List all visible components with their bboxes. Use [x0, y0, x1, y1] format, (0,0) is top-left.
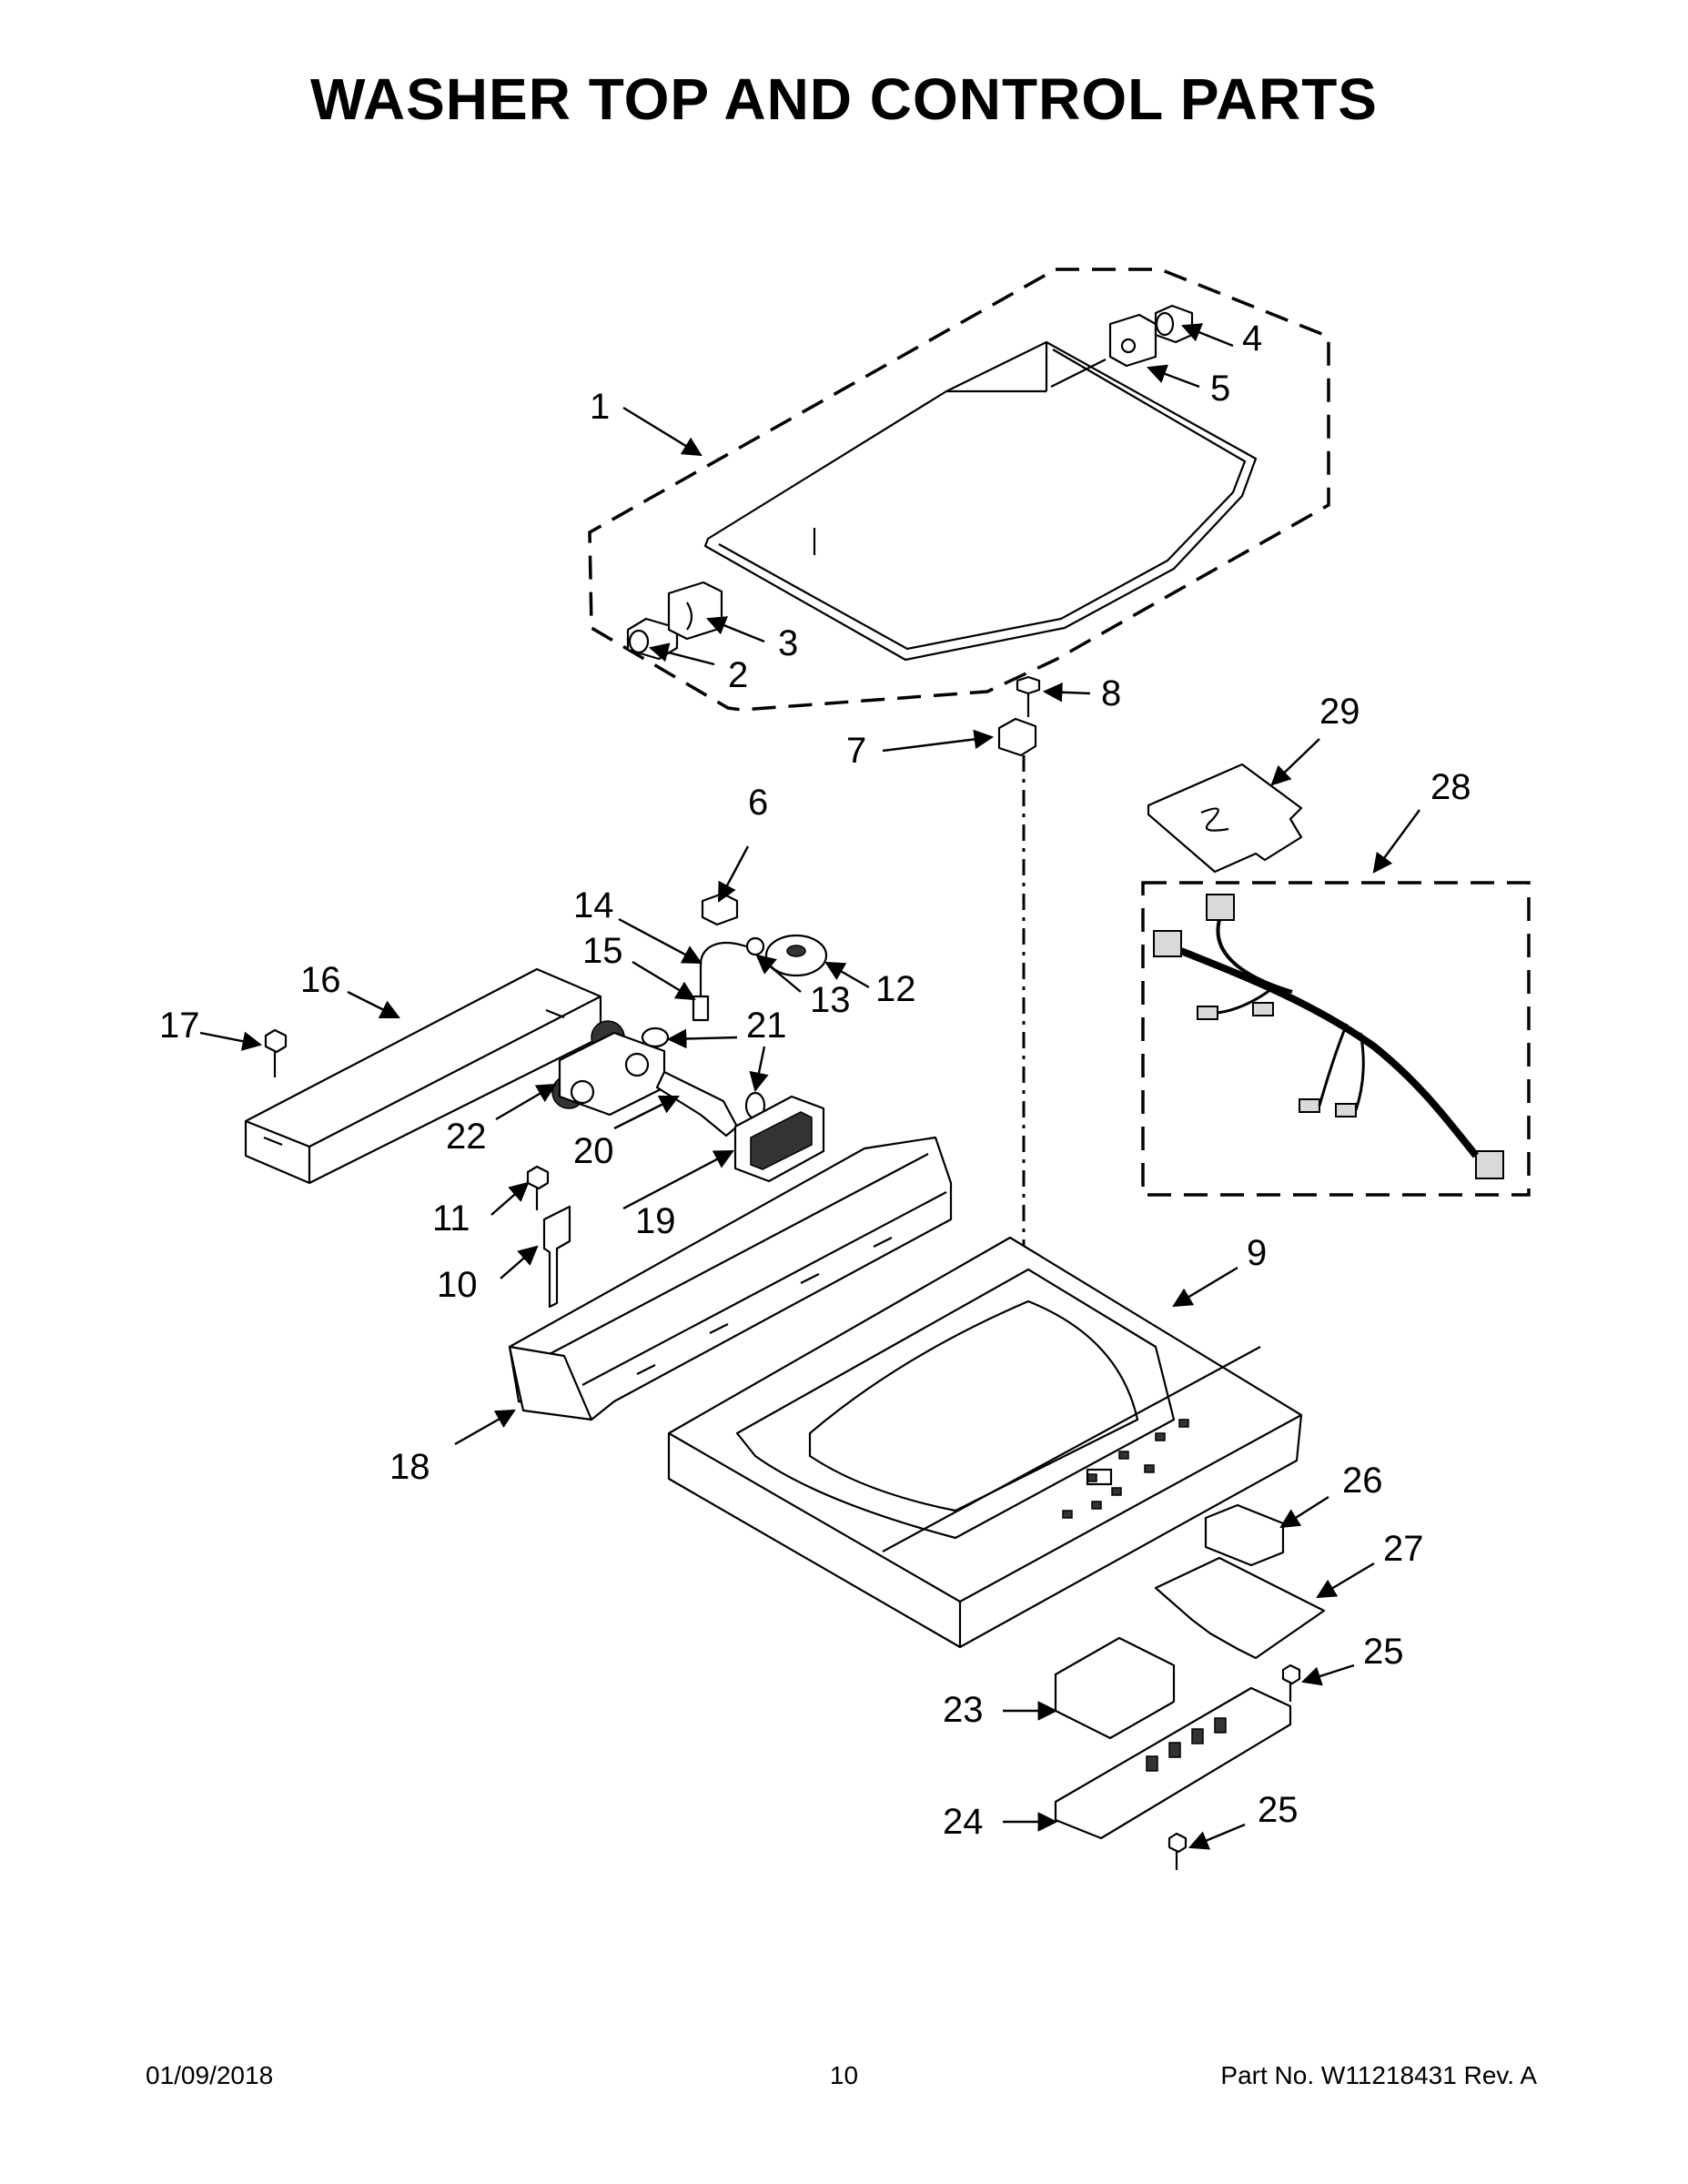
callout-labels: 1 2 3 4 5 6 7 8 9 10 11 12 13 14 15 16 1…: [159, 318, 1471, 1842]
callout-9: 9: [1247, 1233, 1267, 1273]
dispenser-drawer: [733, 1095, 825, 1183]
part-26-connector: [1204, 1503, 1285, 1567]
leader-arrows: [199, 323, 1420, 1850]
washer-top: [667, 1236, 1303, 1649]
callout-25-upper: 25: [1363, 1632, 1404, 1672]
callout-4: 4: [1242, 318, 1262, 359]
callout-22: 22: [446, 1117, 487, 1157]
callout-10: 10: [437, 1265, 478, 1305]
callout-26: 26: [1342, 1461, 1383, 1501]
callout-27: 27: [1383, 1529, 1424, 1569]
callout-6: 6: [748, 783, 768, 823]
callout-20: 20: [573, 1131, 614, 1171]
console-cover: [244, 967, 602, 1185]
page-title: WASHER TOP AND CONTROL PARTS: [310, 66, 1378, 132]
footer-page-number: 10: [829, 2061, 859, 2089]
callout-7: 7: [846, 731, 866, 771]
callout-23: 23: [943, 1690, 984, 1730]
dispenser-hose: [641, 1026, 766, 1138]
control-console: [508, 1136, 953, 1421]
callout-17: 17: [159, 1006, 200, 1046]
wire-harness-group: [1141, 881, 1531, 1197]
callout-1: 1: [590, 387, 610, 427]
screw-17: [264, 1028, 288, 1077]
callout-8: 8: [1101, 673, 1121, 713]
callout-14: 14: [573, 885, 614, 925]
hinge-right-parts: [1108, 304, 1194, 368]
callout-18: 18: [389, 1447, 430, 1487]
callout-11: 11: [432, 1198, 470, 1239]
callout-29: 29: [1319, 692, 1360, 732]
footer-part-number: Part No. W11218431 Rev. A: [1220, 2061, 1537, 2089]
callout-25-lower: 25: [1258, 1790, 1299, 1830]
callout-19: 19: [635, 1201, 676, 1241]
lid-assembly-group: [588, 268, 1330, 712]
callout-5: 5: [1210, 369, 1230, 409]
callout-2: 2: [728, 655, 748, 695]
callout-12: 12: [875, 969, 916, 1009]
control-buttons: [1062, 1419, 1189, 1519]
callout-24: 24: [943, 1802, 984, 1842]
callout-28: 28: [1430, 767, 1471, 807]
hinge-left-parts: [626, 581, 723, 661]
air-dome-and-tube: [692, 892, 828, 1022]
callout-13: 13: [810, 980, 851, 1020]
part-23-cover: [1054, 1636, 1176, 1740]
foam-pad: [1147, 763, 1303, 874]
part-27-bracket: [1154, 1556, 1326, 1660]
callout-3: 3: [778, 623, 798, 663]
callout-21: 21: [746, 1006, 787, 1046]
callout-16: 16: [300, 960, 341, 1000]
lid-clip-and-screw: [997, 675, 1041, 757]
screws-25: [1167, 1663, 1301, 1870]
callout-15: 15: [582, 931, 623, 971]
footer-date: 01/09/2018: [146, 2061, 274, 2089]
lid-switch: [526, 1165, 571, 1309]
